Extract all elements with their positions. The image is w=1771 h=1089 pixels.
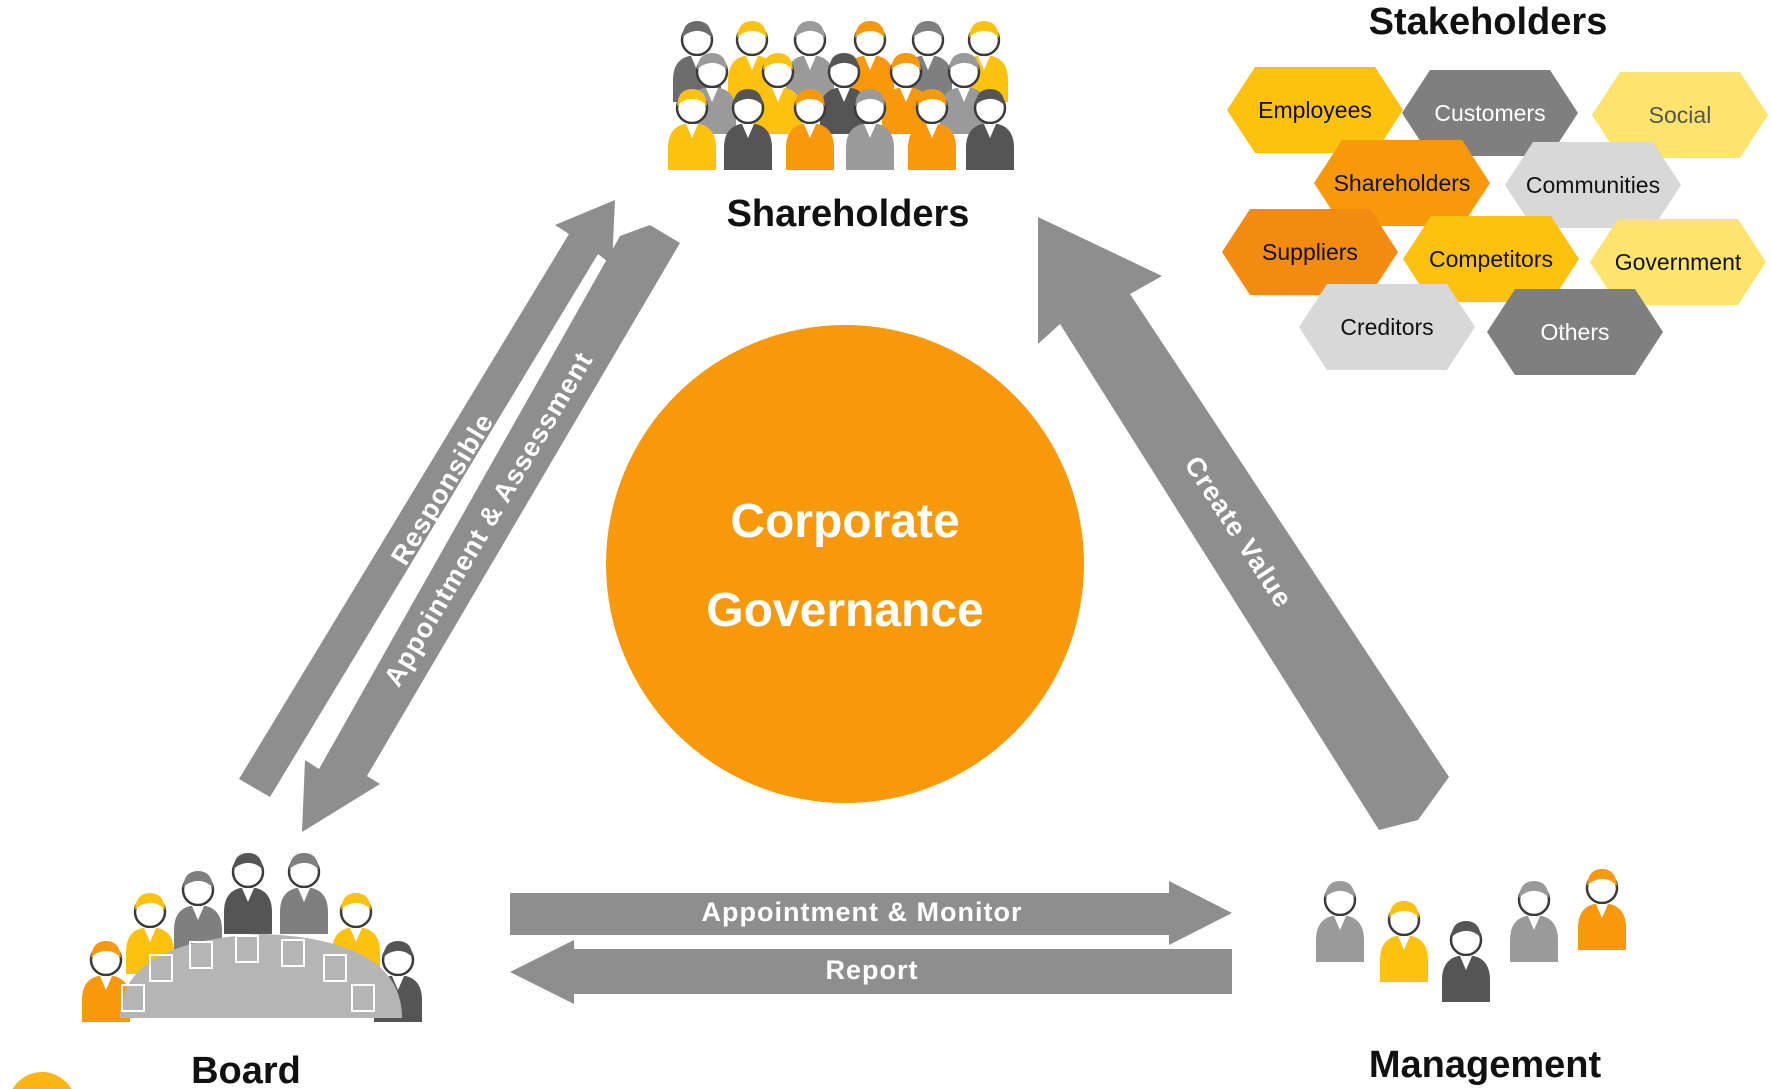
stakeholder-hex-shareholders: Shareholders bbox=[1314, 140, 1490, 226]
stakeholder-hex-shape bbox=[1487, 289, 1663, 375]
stakeholder-label: Customers bbox=[1434, 100, 1545, 126]
stakeholder-label: Employees bbox=[1258, 97, 1372, 123]
stakeholder-label: Creditors bbox=[1340, 314, 1433, 340]
stakeholder-hex-competitors: Competitors bbox=[1403, 216, 1579, 302]
stakeholder-hex-communities: Communities bbox=[1505, 142, 1681, 228]
stakeholder-hex-social: Social bbox=[1592, 72, 1768, 158]
stakeholder-hex-shape bbox=[1402, 70, 1578, 156]
management-label: Management bbox=[1369, 1044, 1602, 1086]
center-circle: Corporate Governance bbox=[606, 325, 1084, 803]
stakeholder-hex-shape bbox=[1590, 219, 1766, 305]
stakeholder-hex-creditors: Creditors bbox=[1299, 284, 1475, 370]
stakeholder-label: Others bbox=[1540, 319, 1609, 345]
stakeholder-label: Government bbox=[1615, 249, 1742, 275]
stakeholder-label: Competitors bbox=[1429, 246, 1553, 272]
stakeholder-hex-shape bbox=[1222, 209, 1398, 295]
stakeholder-label: Shareholders bbox=[1334, 170, 1471, 196]
corner-decoration bbox=[12, 1072, 72, 1089]
stakeholder-hex-shape bbox=[1227, 67, 1403, 153]
center-title-line1: Corporate bbox=[730, 495, 959, 548]
board-group-icon bbox=[80, 851, 424, 1024]
stakeholder-hex-others: Others bbox=[1487, 289, 1663, 375]
stakeholder-hex-government: Government bbox=[1590, 219, 1766, 305]
stakeholders-title: Stakeholders bbox=[1369, 1, 1608, 43]
stakeholder-hex-employees: Employees bbox=[1227, 67, 1403, 153]
appointment-monitor-label: Appointment & Monitor bbox=[702, 897, 1023, 927]
stakeholder-hex-suppliers: Suppliers bbox=[1222, 209, 1398, 295]
stakeholder-label: Social bbox=[1649, 102, 1712, 128]
appointment-monitor-arrow: Appointment & Monitor bbox=[510, 881, 1232, 945]
report-arrow: Report bbox=[510, 940, 1232, 1004]
stakeholder-hex-customers: Customers bbox=[1402, 70, 1578, 156]
stakeholder-hex-shape bbox=[1314, 140, 1490, 226]
management-group-icon bbox=[1314, 867, 1628, 1004]
stakeholder-hex-shape bbox=[1299, 284, 1475, 370]
center-title-line2: Governance bbox=[706, 584, 983, 637]
stakeholder-hex-shape bbox=[1505, 142, 1681, 228]
stakeholder-hex-shape bbox=[1403, 216, 1579, 302]
stakeholder-label: Suppliers bbox=[1262, 239, 1358, 265]
report-label: Report bbox=[826, 955, 919, 985]
stakeholder-hex-shape bbox=[1592, 72, 1768, 158]
board-label: Board bbox=[191, 1050, 301, 1089]
responsible-arrow: Responsible bbox=[239, 200, 615, 797]
stakeholder-label: Communities bbox=[1526, 172, 1660, 198]
shareholders-label: Shareholders bbox=[727, 193, 970, 235]
shareholders-crowd-icon bbox=[666, 19, 1016, 172]
